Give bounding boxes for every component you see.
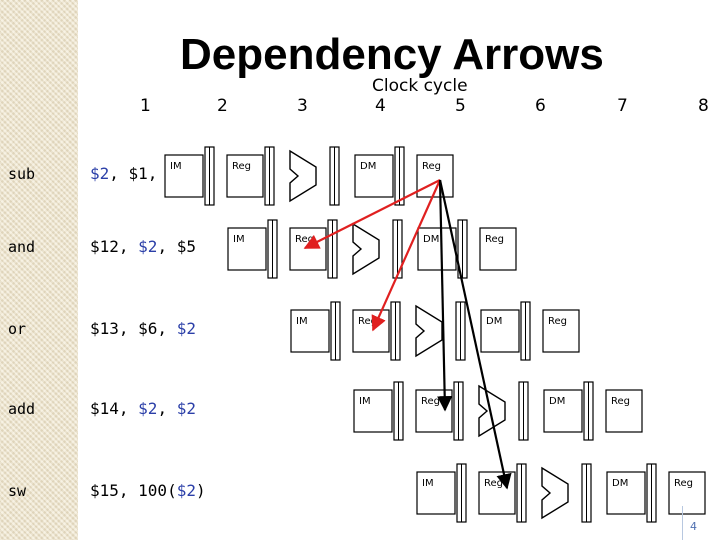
instruction-memory-label: IM xyxy=(233,234,245,245)
pipeline-row: IM Reg DM Reg xyxy=(227,219,517,279)
alu-shape xyxy=(289,149,317,203)
alu-shape xyxy=(352,222,380,276)
dependency-arrows xyxy=(303,179,512,490)
instruction-memory-label: IM xyxy=(359,396,371,407)
operand-text: , $5 xyxy=(157,237,196,256)
operand-text: ) xyxy=(195,481,206,500)
register-file xyxy=(226,154,264,198)
data-memory-label: DM xyxy=(486,316,502,327)
register-dependent: $2 xyxy=(138,237,158,256)
register-writeback xyxy=(605,389,643,433)
instruction-memory-label: IM xyxy=(296,316,308,327)
instruction-memory xyxy=(353,389,393,433)
alu-shape xyxy=(415,304,443,358)
register-file-label: Reg xyxy=(484,478,503,489)
page-number-divider xyxy=(682,506,683,540)
register-writeback-label: Reg xyxy=(548,316,567,327)
register-dependent: $2 xyxy=(138,399,158,418)
alu-shape xyxy=(541,466,569,520)
instruction-opcode: add xyxy=(8,400,36,418)
register-writeback-label: Reg xyxy=(674,478,693,489)
instruction-memory-label: IM xyxy=(422,478,434,489)
instruction-opcode: sw xyxy=(8,482,27,500)
register-writeback xyxy=(479,227,517,271)
register-writeback-label: Reg xyxy=(611,396,630,407)
cycle-number-2: 2 xyxy=(217,96,228,116)
data-memory xyxy=(543,389,583,433)
cycle-number-6: 6 xyxy=(535,96,546,116)
alu-shape xyxy=(478,384,506,438)
dependency-arrow xyxy=(303,179,441,249)
data-memory xyxy=(480,309,520,353)
instruction-operands: $15, 100($2) xyxy=(90,481,206,500)
instruction-memory xyxy=(227,227,267,271)
dependency-arrow xyxy=(371,179,442,332)
dependency-arrow xyxy=(437,179,453,412)
cycle-number-7: 7 xyxy=(617,96,628,116)
pipeline-row: IM Reg DM Reg xyxy=(353,381,643,441)
register-writeback xyxy=(668,471,706,515)
register-writeback-label: Reg xyxy=(422,161,441,172)
register-file-label: Reg xyxy=(421,396,440,407)
register-file-label: Reg xyxy=(232,161,251,172)
instruction-opcode: sub xyxy=(8,165,36,183)
cycle-number-5: 5 xyxy=(455,96,466,116)
data-memory-label: DM xyxy=(549,396,565,407)
operand-text: $13, $6, xyxy=(90,319,177,338)
instruction-memory xyxy=(290,309,330,353)
register-dependent: $2 xyxy=(176,319,196,338)
register-file-label: Reg xyxy=(295,234,314,245)
slide-title: Dependency Arrows xyxy=(180,30,604,79)
data-memory-label: DM xyxy=(612,478,628,489)
operand-text: , xyxy=(157,399,177,418)
register-dependent: $2 xyxy=(176,481,196,500)
register-writeback-label: Reg xyxy=(485,234,504,245)
data-memory-label: DM xyxy=(360,161,376,172)
instruction-opcode: or xyxy=(8,320,27,338)
data-memory xyxy=(606,471,646,515)
pipeline-row: IM Reg DM Reg xyxy=(416,463,706,523)
dependency-arrow xyxy=(438,179,512,490)
operand-text: $12, xyxy=(90,237,139,256)
background-texture-strip xyxy=(0,0,78,540)
instruction-opcode: and xyxy=(8,238,36,256)
instruction-memory xyxy=(416,471,456,515)
instruction-memory xyxy=(164,154,204,198)
cycle-number-1: 1 xyxy=(140,96,151,116)
pipeline-row: IM Reg DM Reg xyxy=(164,146,454,206)
instruction-operands: $13, $6, $2 xyxy=(90,319,196,338)
cycle-number-4: 4 xyxy=(375,96,386,116)
register-dependent: $2 xyxy=(176,399,196,418)
register-dependent: $2 xyxy=(90,164,110,183)
data-memory xyxy=(417,227,457,271)
register-file-label: Reg xyxy=(358,316,377,327)
data-memory-label: DM xyxy=(423,234,439,245)
instruction-operands: $14, $2, $2 xyxy=(90,399,196,418)
operand-text: $15, 100( xyxy=(90,481,177,500)
page-number: 4 xyxy=(690,520,697,533)
instruction-operands: $12, $2, $5 xyxy=(90,237,196,256)
clock-cycle-label: Clock cycle xyxy=(372,76,468,96)
pipeline-row: IM Reg DM Reg xyxy=(290,301,580,361)
instruction-memory-label: IM xyxy=(170,161,182,172)
register-writeback xyxy=(542,309,580,353)
operand-text: $14, xyxy=(90,399,139,418)
cycle-number-8: 8 xyxy=(698,96,709,116)
data-memory xyxy=(354,154,394,198)
cycle-number-3: 3 xyxy=(297,96,308,116)
